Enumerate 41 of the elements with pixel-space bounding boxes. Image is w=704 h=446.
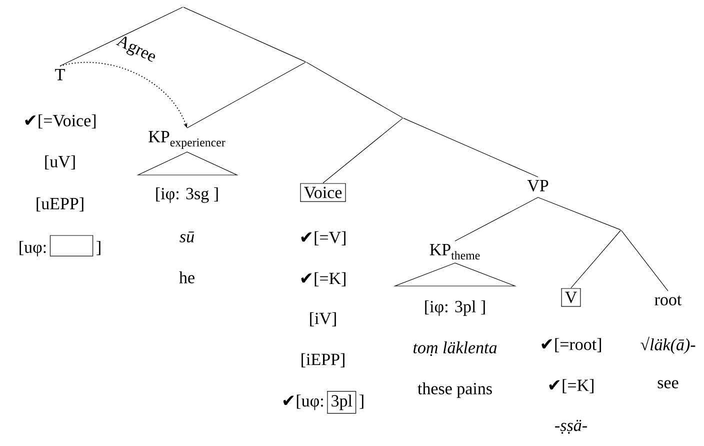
boxed-label: Voice: [300, 183, 346, 202]
tree-branch: [538, 197, 621, 230]
word-label: √läk(ā)-: [640, 336, 696, 354]
feature-label: [uEPP]: [36, 197, 84, 212]
word-label: -ṣṣä-: [555, 420, 587, 434]
feature-label: ✔[=Voice]: [25, 114, 96, 128]
bracket-label: ]: [96, 241, 100, 256]
boxed-label: V: [560, 288, 582, 307]
node-label: VP: [527, 180, 548, 192]
tree-branch: [183, 6, 306, 62]
gloss-label: he: [179, 271, 194, 284]
feature-label: [uφ:: [20, 241, 46, 256]
node-label: root: [654, 296, 682, 306]
edge-label: Agree: [116, 36, 156, 62]
tree-branch: [322, 118, 403, 184]
word-label: sū: [180, 232, 194, 242]
feature-label: ✔[=K]: [301, 272, 346, 286]
tree-branch: [454, 197, 538, 242]
boxed-label: 3pl: [326, 391, 356, 414]
node-label: $\mathrm{KP}_{\mathrm{experiencer}}$: [148, 131, 226, 149]
feature-label: ✔[=K]: [549, 379, 594, 394]
node-label: $\mathrm{KP}_{\mathrm{theme}}$: [430, 244, 480, 260]
gloss-label: these pains: [418, 382, 492, 398]
tree-branch: [60, 6, 183, 66]
feature-label: [uV]: [45, 155, 75, 170]
gloss-label: see: [658, 380, 678, 388]
tree-branch: [306, 62, 403, 118]
tree-branch: [570, 230, 621, 288]
bracket-label: ]: [360, 394, 364, 409]
tree-branch: [403, 118, 538, 178]
feature-label: [iV]: [310, 312, 336, 326]
feature-label: [iφ: 3sg ]: [156, 187, 218, 203]
feature-label: ✔[=V]: [301, 231, 346, 246]
node-label: T: [55, 69, 65, 80]
feature-label: [iφ: 3pl ]: [425, 300, 485, 316]
feature-label: ✔[=root]: [542, 338, 602, 352]
feature-label: ✔[uφ:: [283, 394, 323, 410]
tree-branch: [621, 230, 668, 292]
feature-label: [iEPP]: [302, 353, 344, 368]
tree-branch: [186, 62, 306, 128]
word-label: toṃ läklenta: [414, 341, 497, 356]
